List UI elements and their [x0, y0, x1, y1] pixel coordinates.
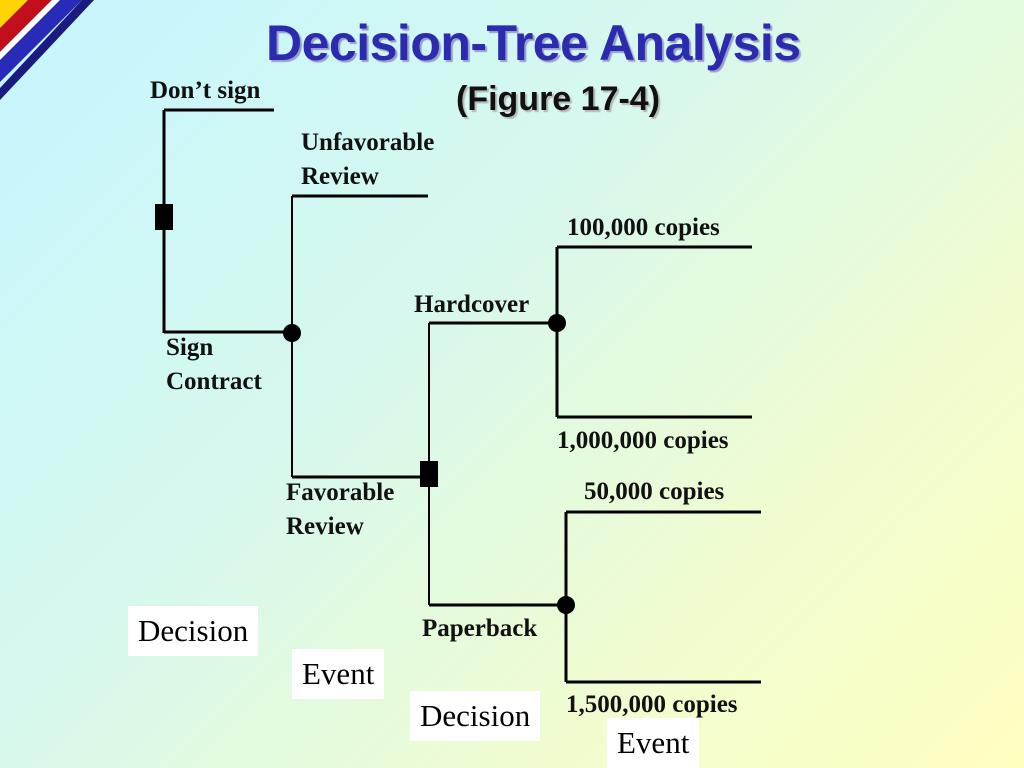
- label-unfavorable-review-line2: Review: [301, 163, 379, 190]
- paperback-event-branches: [564, 510, 761, 684]
- event-node-paperback: [557, 596, 575, 614]
- label-sign-contract-line1: Sign: [166, 334, 214, 361]
- root-decision-branches: [162, 108, 292, 334]
- label-favorable-review: Favorable Review: [286, 476, 394, 544]
- label-unfavorable-review-line1: Unfavorable: [301, 129, 435, 156]
- legend-event-1: Event: [292, 649, 385, 699]
- legend-event-2: Event: [607, 718, 700, 768]
- label-favorable-review-line2: Review: [286, 513, 364, 540]
- hardcover-event-branches: [555, 245, 752, 419]
- legend-decision-1: Decision: [128, 606, 259, 656]
- label-sign-contract: Sign Contract: [166, 331, 262, 399]
- corner-decoration: [0, 0, 94, 100]
- label-paperback: Paperback: [422, 615, 538, 642]
- corner-stripe-blue: [0, 0, 82, 82]
- label-dont-sign: Don’t sign: [150, 77, 261, 104]
- label-hardcover: Hardcover: [414, 291, 530, 318]
- slide-title: Decision-Tree Analysis: [266, 15, 801, 71]
- event-node-hardcover: [548, 314, 566, 332]
- decision-node-format: [420, 461, 438, 487]
- label-sign-contract-line2: Contract: [166, 368, 262, 395]
- label-unfavorable-review: Unfavorable Review: [301, 126, 434, 194]
- label-paperback-outcome-low: 50,000 copies: [584, 478, 725, 505]
- event-node-review: [283, 324, 301, 342]
- legend-decision-2: Decision: [410, 691, 541, 741]
- label-paperback-outcome-high: 1,500,000 copies: [566, 691, 738, 718]
- slide-subtitle: (Figure 17-4): [456, 80, 661, 118]
- label-hardcover-outcome-high: 1,000,000 copies: [557, 427, 729, 454]
- format-decision-branches: [428, 321, 566, 607]
- label-favorable-review-line1: Favorable: [286, 479, 395, 506]
- corner-stripe-edge: [0, 0, 94, 100]
- label-hardcover-outcome-low: 100,000 copies: [567, 214, 720, 241]
- decision-node-root: [155, 204, 173, 230]
- review-event-branches: [291, 194, 428, 479]
